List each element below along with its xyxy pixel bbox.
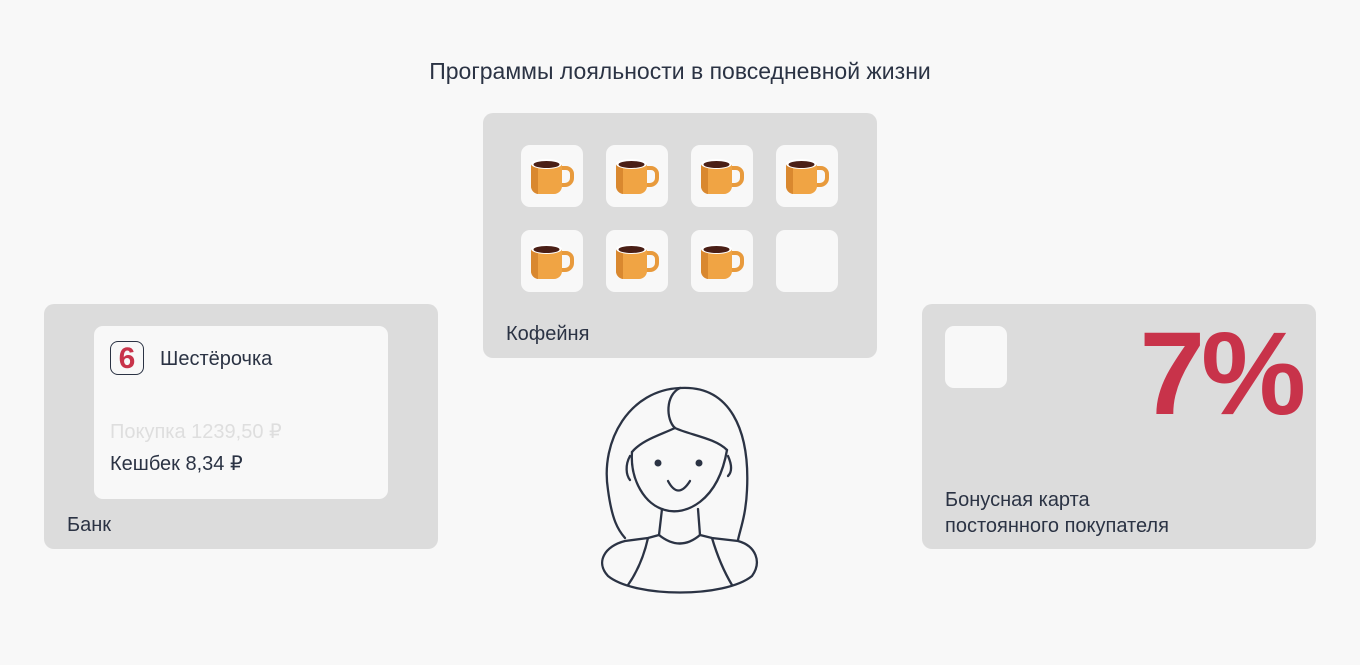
coffee-cup-icon xyxy=(530,159,574,194)
coffee-stamp-filled xyxy=(606,230,668,292)
bonus-label-line1: Бонусная карта xyxy=(945,489,1090,511)
coffee-stamp-filled xyxy=(691,145,753,207)
coffee-cup-icon xyxy=(785,159,829,194)
coffee-stamp-filled xyxy=(776,145,838,207)
coffee-cup-icon xyxy=(615,244,659,279)
receipt-card: 6 Шестёрочка Покупка 1239,50 ₽ Кешбек 8,… xyxy=(94,326,388,499)
coffee-cup-icon xyxy=(700,244,744,279)
stamp-grid xyxy=(521,145,838,292)
coffee-cup-icon xyxy=(700,159,744,194)
purchase-amount: Покупка 1239,50 ₽ xyxy=(110,421,282,443)
coffee-stamp-empty xyxy=(776,230,838,292)
card-chip xyxy=(945,326,1007,388)
bonus-label-line2: постоянного покупателя xyxy=(945,515,1169,537)
cashback-amount: Кешбек 8,34 ₽ xyxy=(110,453,243,475)
bonus-percent: 7% xyxy=(1139,308,1306,440)
coffee-stamp-filled xyxy=(606,145,668,207)
coffee-cup-icon xyxy=(530,244,574,279)
coffee-cup-icon xyxy=(615,159,659,194)
woman-icon xyxy=(601,386,758,594)
coffee-label: Кофейня xyxy=(506,323,590,345)
coffee-stamp-filled xyxy=(691,230,753,292)
coffee-panel: Кофейня xyxy=(483,113,877,358)
bank-panel: 6 Шестёрочка Покупка 1239,50 ₽ Кешбек 8,… xyxy=(44,304,438,549)
coffee-stamp-filled xyxy=(521,230,583,292)
store-name: Шестёрочка xyxy=(160,348,273,370)
store-logo: 6 xyxy=(110,341,144,375)
bank-label: Банк xyxy=(67,514,112,536)
bonus-card-panel: 7% Бонусная карта постоянного покупателя xyxy=(922,304,1316,549)
coffee-stamp-filled xyxy=(521,145,583,207)
page-title: Программы лояльности в повседневной жизн… xyxy=(429,58,931,84)
